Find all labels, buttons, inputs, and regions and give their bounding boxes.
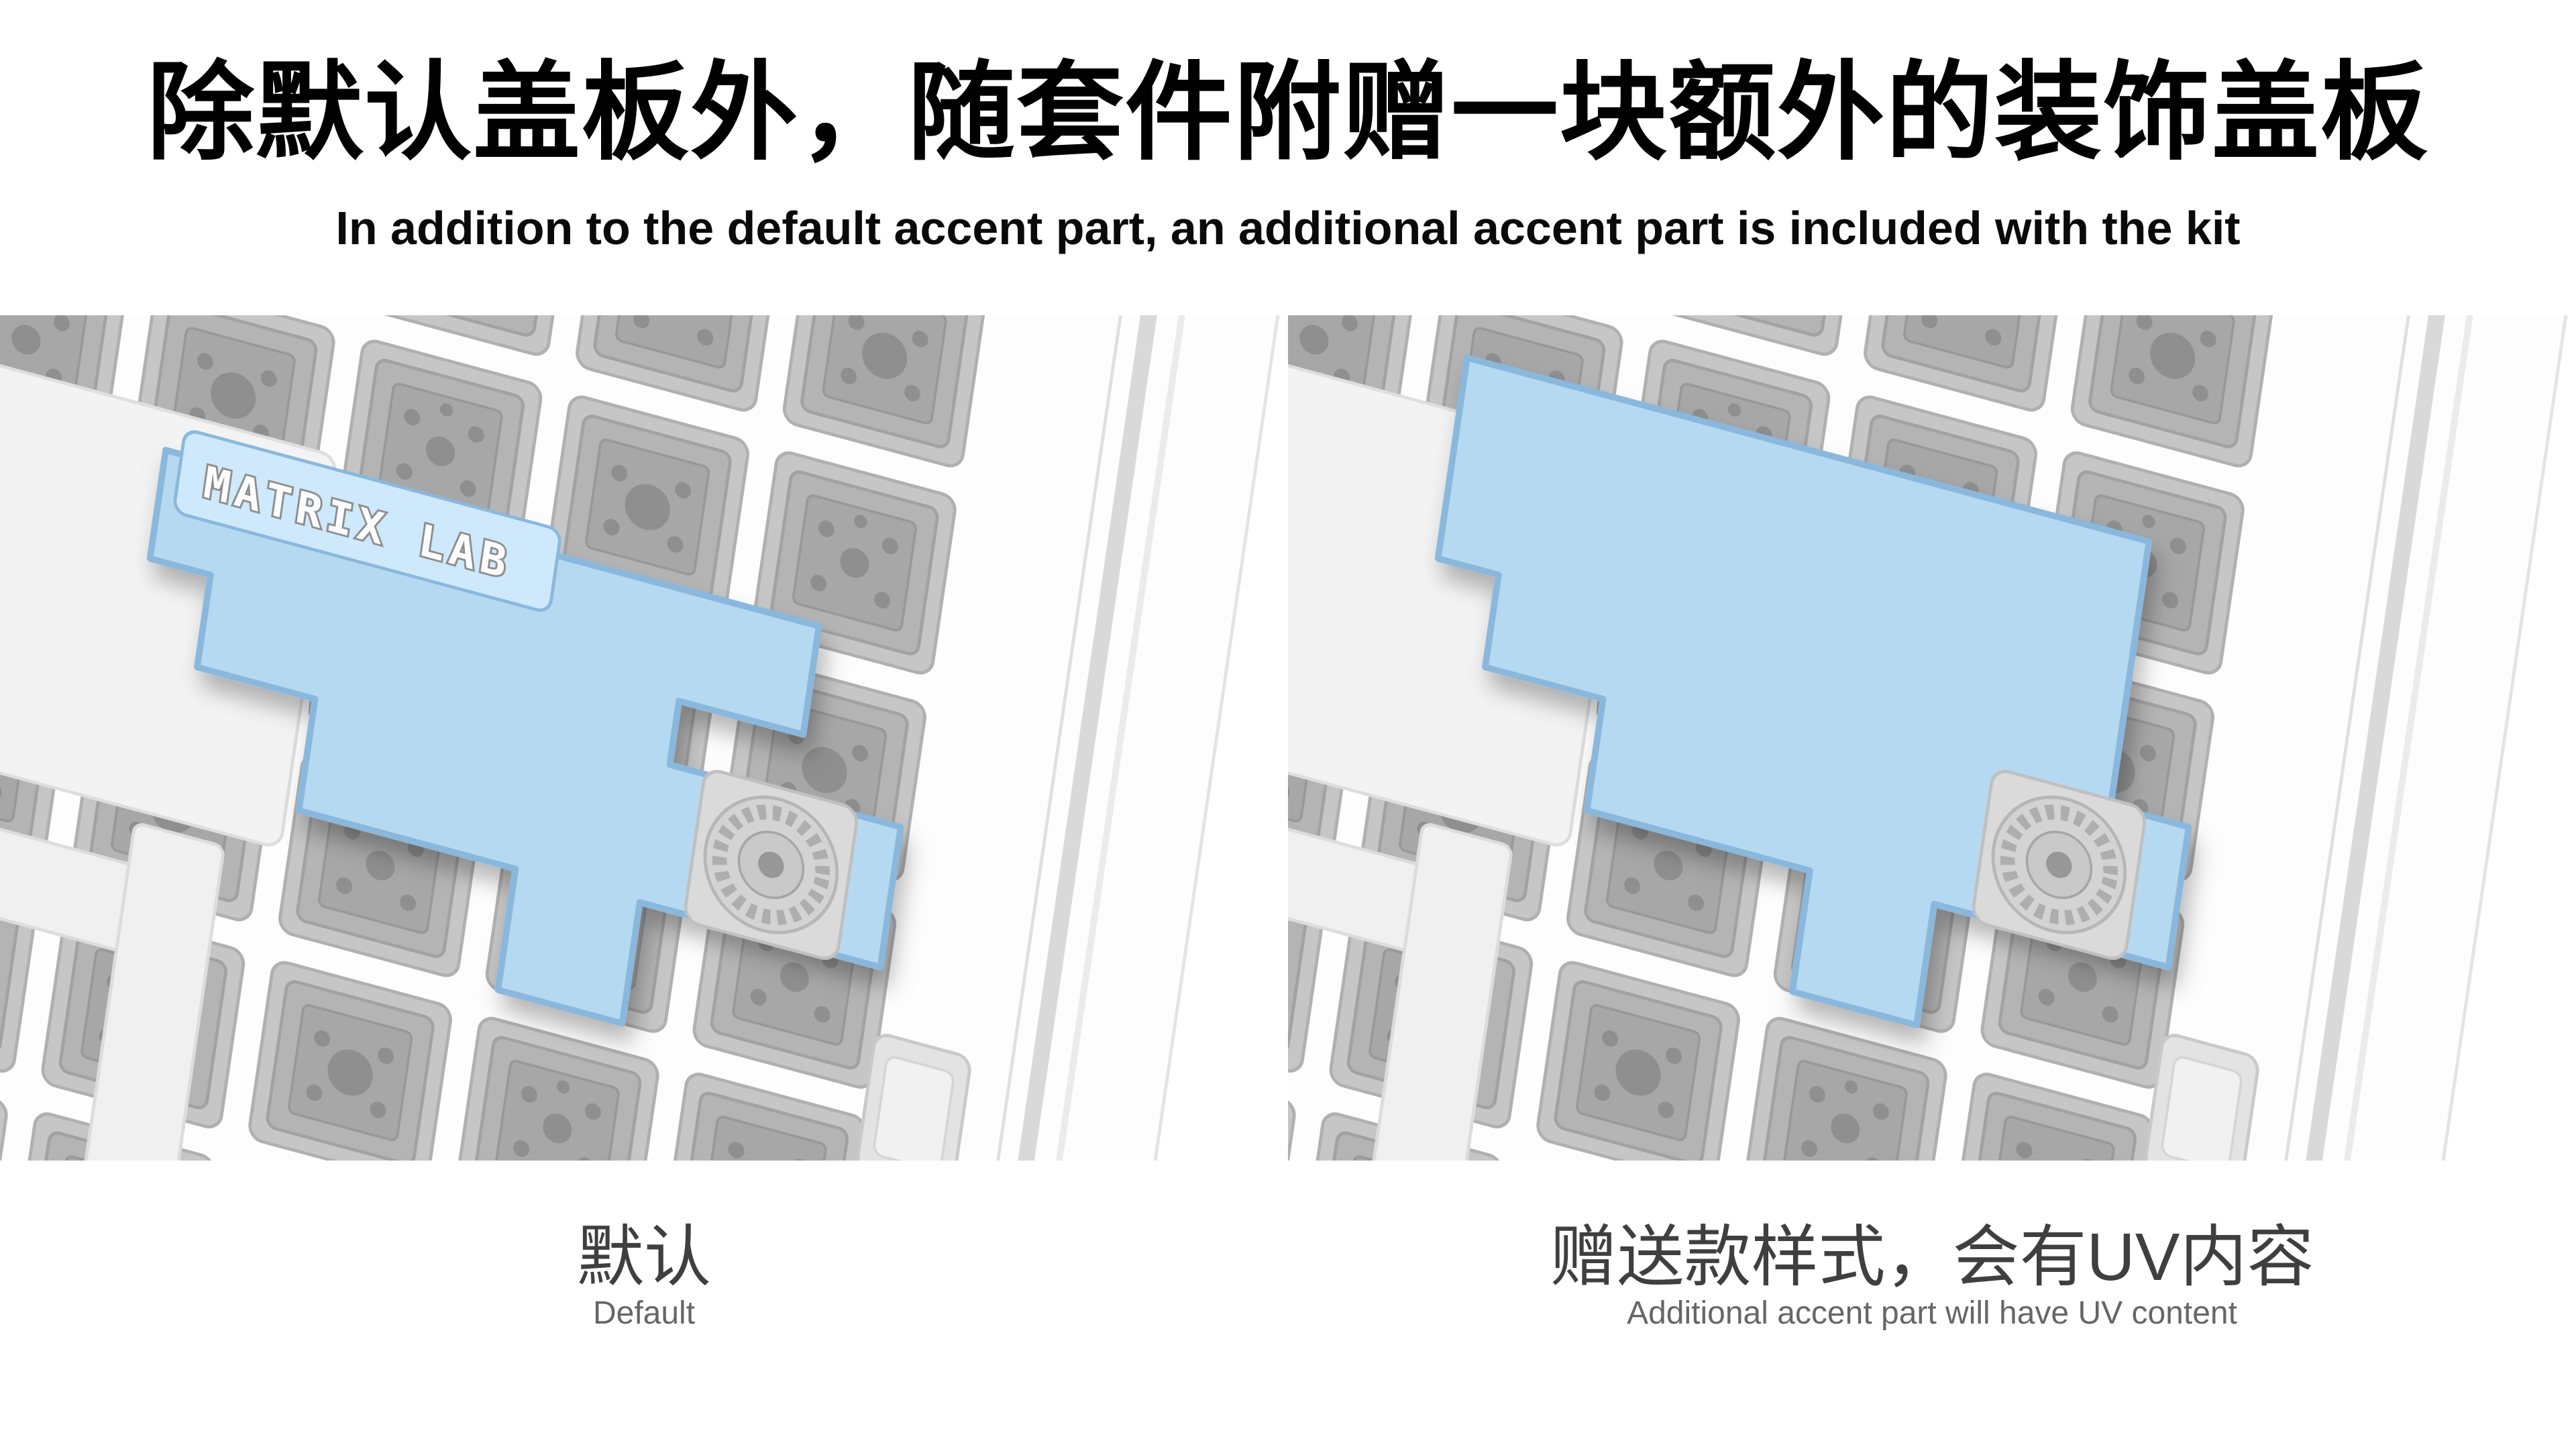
- page-title: 除默认盖板外，随套件附赠一块额外的装饰盖板: [146, 52, 2429, 172]
- rotary-knob: [684, 769, 859, 960]
- switch-module: [368, 315, 573, 356]
- switch-module: [1288, 849, 1326, 1073]
- switch-module: [455, 1016, 659, 1161]
- caption-default-zh: 默认: [577, 1220, 711, 1295]
- switch-module: [1743, 1016, 1947, 1161]
- page-subtitle: In addition to the default accent part, …: [335, 202, 2241, 254]
- plate-clip: [856, 1034, 971, 1161]
- switch-module: [1950, 1073, 2155, 1161]
- switch-module: [2070, 315, 2275, 468]
- switch-module: [0, 849, 38, 1073]
- keyboard-plate: MATRIX LAB: [0, 315, 1288, 1161]
- switch-module: [782, 315, 987, 468]
- render-canvas: MATRIX LAB: [0, 315, 1288, 1161]
- switch-module: [576, 315, 780, 412]
- switch-module: [1864, 315, 2068, 412]
- divider-cross: [0, 690, 225, 1161]
- switch-module: [545, 395, 749, 619]
- switch-module: [248, 961, 452, 1161]
- render-canvas: [1288, 315, 2576, 1161]
- switch-module: [1656, 315, 1861, 356]
- switch-module: [662, 1073, 867, 1161]
- switch-module: [753, 451, 957, 675]
- rotary-knob: [1972, 769, 2147, 960]
- caption-additional-zh: 赠送款样式，会有UV内容: [1550, 1220, 2314, 1295]
- switch-module: [1536, 961, 1740, 1161]
- keyboard-plate: [1288, 315, 2576, 1161]
- plate-clip: [2144, 1034, 2259, 1161]
- plate-edge: [888, 315, 1251, 1161]
- product-render-default: MATRIX LAB: [0, 315, 1288, 1161]
- product-render-additional: [1288, 315, 2576, 1161]
- divider-cross: [1288, 690, 1513, 1161]
- plate-edge: [2176, 315, 2539, 1161]
- caption-additional-en: Additional accent part will have UV cont…: [1627, 1295, 2237, 1331]
- caption-default-en: Default: [592, 1295, 696, 1331]
